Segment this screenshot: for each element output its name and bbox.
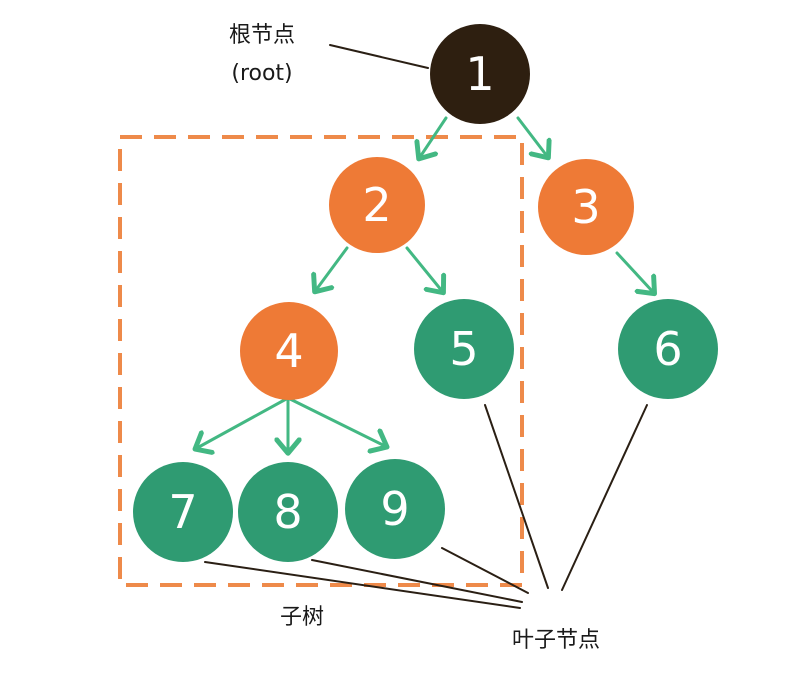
edge-1-2 — [420, 116, 448, 157]
node-2: 2 — [329, 157, 425, 253]
node-6-label: 6 — [653, 322, 682, 376]
edge-1-3 — [516, 116, 547, 156]
node-8-label: 8 — [273, 485, 302, 539]
node-1-label: 1 — [465, 47, 494, 101]
leaf-pointer-line-8 — [311, 559, 523, 603]
node-3-circle — [538, 159, 634, 255]
node-5-circle — [414, 299, 514, 399]
node-7-label: 7 — [168, 485, 197, 539]
leaf-pointer-line-6 — [561, 404, 648, 591]
leaf-pointer-line-9 — [441, 547, 529, 594]
node-8: 8 — [238, 462, 338, 562]
pointer-lines — [204, 44, 648, 609]
node-4-circle — [240, 302, 338, 400]
node-1: 1 — [430, 24, 530, 124]
tree-edges — [197, 116, 653, 451]
node-6-circle — [618, 299, 718, 399]
edge-3-6 — [615, 251, 653, 292]
leaf-pointer-line-7 — [204, 561, 521, 609]
edge-2-5 — [405, 246, 442, 291]
subtree-border — [118, 135, 524, 587]
node-4-label: 4 — [274, 324, 303, 378]
root-label-cn: 根节点 — [229, 23, 295, 48]
node-3: 3 — [538, 159, 634, 255]
node-8-circle — [238, 462, 338, 562]
node-9: 9 — [345, 459, 445, 559]
edge-2-4 — [316, 246, 349, 290]
node-3-label: 3 — [571, 180, 600, 234]
root-pointer-line — [329, 44, 429, 69]
node-5: 5 — [414, 299, 514, 399]
node-4: 4 — [240, 302, 338, 400]
edge-4-9 — [286, 396, 385, 446]
node-2-label: 2 — [362, 178, 391, 232]
subtree-label: 子树 — [280, 605, 324, 630]
root-label-en: (root) — [231, 61, 292, 86]
node-2-circle — [329, 157, 425, 253]
node-7-circle — [133, 462, 233, 562]
edge-4-7 — [197, 396, 290, 448]
leaf-label: 叶子节点 — [512, 628, 600, 653]
node-9-label: 9 — [380, 482, 409, 536]
leaf-pointer-line-5 — [484, 404, 549, 589]
node-9-circle — [345, 459, 445, 559]
node-7: 7 — [133, 462, 233, 562]
node-6: 6 — [618, 299, 718, 399]
node-1-circle — [430, 24, 530, 124]
node-5-label: 5 — [449, 322, 478, 376]
